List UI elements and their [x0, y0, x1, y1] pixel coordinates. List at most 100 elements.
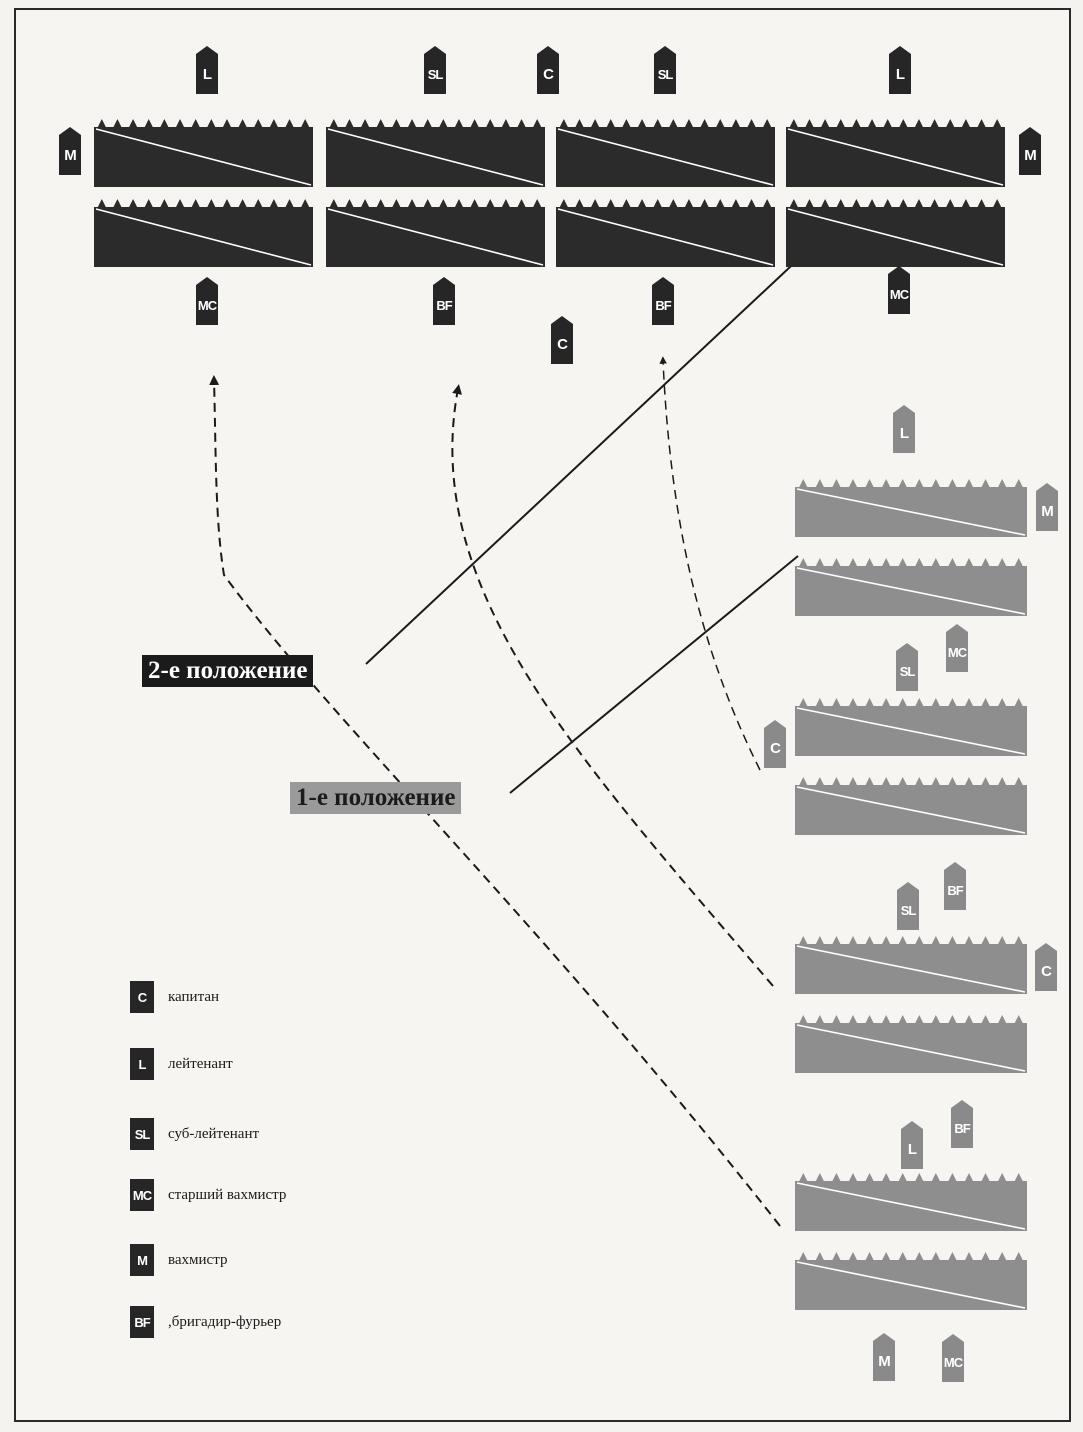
svg-text:C: C [543, 66, 554, 83]
legend-badge-l: L [130, 1048, 154, 1080]
legend-text-sub-lieutenant: суб-лейтенант [168, 1125, 260, 1142]
svg-text:BF: BF [436, 298, 452, 313]
position-2-label: 2-е положение [142, 655, 314, 687]
svg-text:L: L [203, 66, 212, 83]
legend-badge-bf: BF [130, 1306, 154, 1338]
badge-r-mc-1: MC [946, 624, 969, 672]
badge-top-bf-1: BF [433, 277, 455, 325]
arrow-move-3 [659, 356, 761, 771]
legend-text-brigadier-fourrier: ,бригадир-фурьер [168, 1313, 282, 1330]
leader-line-position-1 [509, 555, 799, 794]
legend-badge-c: C [130, 981, 154, 1013]
rider-markers [789, 199, 1002, 207]
leader-line-position-2 [365, 251, 807, 665]
svg-text:SL: SL [900, 664, 916, 679]
badge-r-c-2: C [1035, 943, 1057, 991]
position-1-label: 1-е положение [290, 782, 462, 814]
squadron-pos1-rear-1 [795, 558, 1027, 616]
svg-text:M: M [64, 147, 76, 164]
svg-text:C: C [557, 336, 568, 353]
legend-text-lieutenant: лейтенант [168, 1055, 233, 1072]
svg-text:BF: BF [954, 1121, 970, 1136]
badge-top-l-2: L [889, 46, 911, 94]
badge-r-l-1: L [893, 405, 915, 453]
badge-r-m-1: M [1036, 483, 1058, 531]
squadron-pos2-rear-1 [94, 199, 313, 267]
badge-r-bf-1: BF [944, 862, 966, 910]
svg-text:SL: SL [658, 67, 674, 82]
legend-row-sergeant: M вахмистр [130, 1243, 227, 1277]
badge-r-sl-2: SL [897, 882, 919, 930]
badge-top-c: C [537, 46, 559, 94]
squadron-pos1-front-4 [795, 1173, 1027, 1231]
squadron-pos1-rear-2 [795, 777, 1027, 835]
squadron-pos1-front-3 [795, 936, 1027, 994]
legend-badge-m: M [130, 1244, 154, 1276]
badge-r-m-2: M [873, 1333, 895, 1381]
svg-text:L: L [896, 66, 905, 83]
legend-badge-sl: SL [130, 1118, 154, 1150]
legend-row-lieutenant: L лейтенант [130, 1047, 233, 1081]
squadron-pos2-front-3 [556, 119, 775, 187]
svg-text:MC: MC [890, 287, 910, 302]
svg-text:C: C [1041, 963, 1052, 980]
badge-top-sl-2: SL [654, 46, 676, 94]
rider-markers [799, 558, 1023, 566]
legend-row-senior-sergeant: MC старший вахмистр [130, 1178, 286, 1212]
badge-top-m-right: M [1019, 127, 1041, 175]
legend-badge-mc: MC [130, 1179, 154, 1211]
rider-markers [97, 119, 310, 127]
rider-markers [559, 199, 772, 207]
squadron-pos2-rear-4 [786, 199, 1005, 267]
rider-markers [329, 119, 542, 127]
rider-markers [799, 936, 1023, 944]
legend-text-captain: капитан [168, 988, 219, 1005]
rider-markers [799, 479, 1023, 487]
arrow-move-1 [209, 375, 781, 1227]
squadron-pos2-front-4 [786, 119, 1005, 187]
badge-r-bf-2: BF [951, 1100, 973, 1148]
squadron-pos1-rear-4 [795, 1252, 1027, 1310]
badge-top-mc-1: MC [196, 277, 219, 325]
badge-top-c-2: C [551, 316, 573, 364]
svg-text:SL: SL [901, 903, 917, 918]
svg-text:M: M [1041, 503, 1053, 520]
rider-markers [799, 698, 1023, 706]
svg-text:M: M [878, 1353, 890, 1370]
svg-text:L: L [908, 1141, 917, 1158]
badge-r-c-1: C [764, 720, 786, 768]
svg-text:BF: BF [655, 298, 671, 313]
badge-r-l-2: L [901, 1121, 923, 1169]
badge-top-l-1: L [196, 46, 218, 94]
rider-markers [799, 1015, 1023, 1023]
rider-markers [559, 119, 772, 127]
legend-row-brigadier-fourrier: BF ,бригадир-фурьер [130, 1305, 281, 1339]
squadron-pos2-front-2 [326, 119, 545, 187]
badge-top-m-left: M [59, 127, 81, 175]
squadron-pos1-rear-3 [795, 1015, 1027, 1073]
svg-text:C: C [770, 740, 781, 757]
rider-markers [799, 777, 1023, 785]
rider-markers [799, 1252, 1023, 1260]
legend-text-sergeant: вахмистр [168, 1251, 228, 1268]
rider-markers [329, 199, 542, 207]
svg-text:SL: SL [428, 67, 444, 82]
badge-top-mc-2: MC [888, 266, 911, 314]
squadron-pos2-rear-3 [556, 199, 775, 267]
svg-text:MC: MC [944, 1355, 964, 1370]
badge-top-sl-1: SL [424, 46, 446, 94]
squadron-pos1-front-1 [795, 479, 1027, 537]
svg-text:MC: MC [948, 645, 968, 660]
badge-r-sl-1: SL [896, 643, 918, 691]
squadron-pos2-rear-2 [326, 199, 545, 267]
squadron-pos2-front-1 [94, 119, 313, 187]
squadron-pos1-front-2 [795, 698, 1027, 756]
svg-text:BF: BF [947, 883, 963, 898]
legend-row-captain: C капитан [130, 980, 219, 1014]
badge-r-mc-2: MC [942, 1334, 965, 1382]
legend-row-sub-lieutenant: SL суб-лейтенант [130, 1117, 259, 1151]
svg-text:L: L [900, 425, 909, 442]
rider-markers [97, 199, 310, 207]
svg-text:MC: MC [198, 298, 218, 313]
